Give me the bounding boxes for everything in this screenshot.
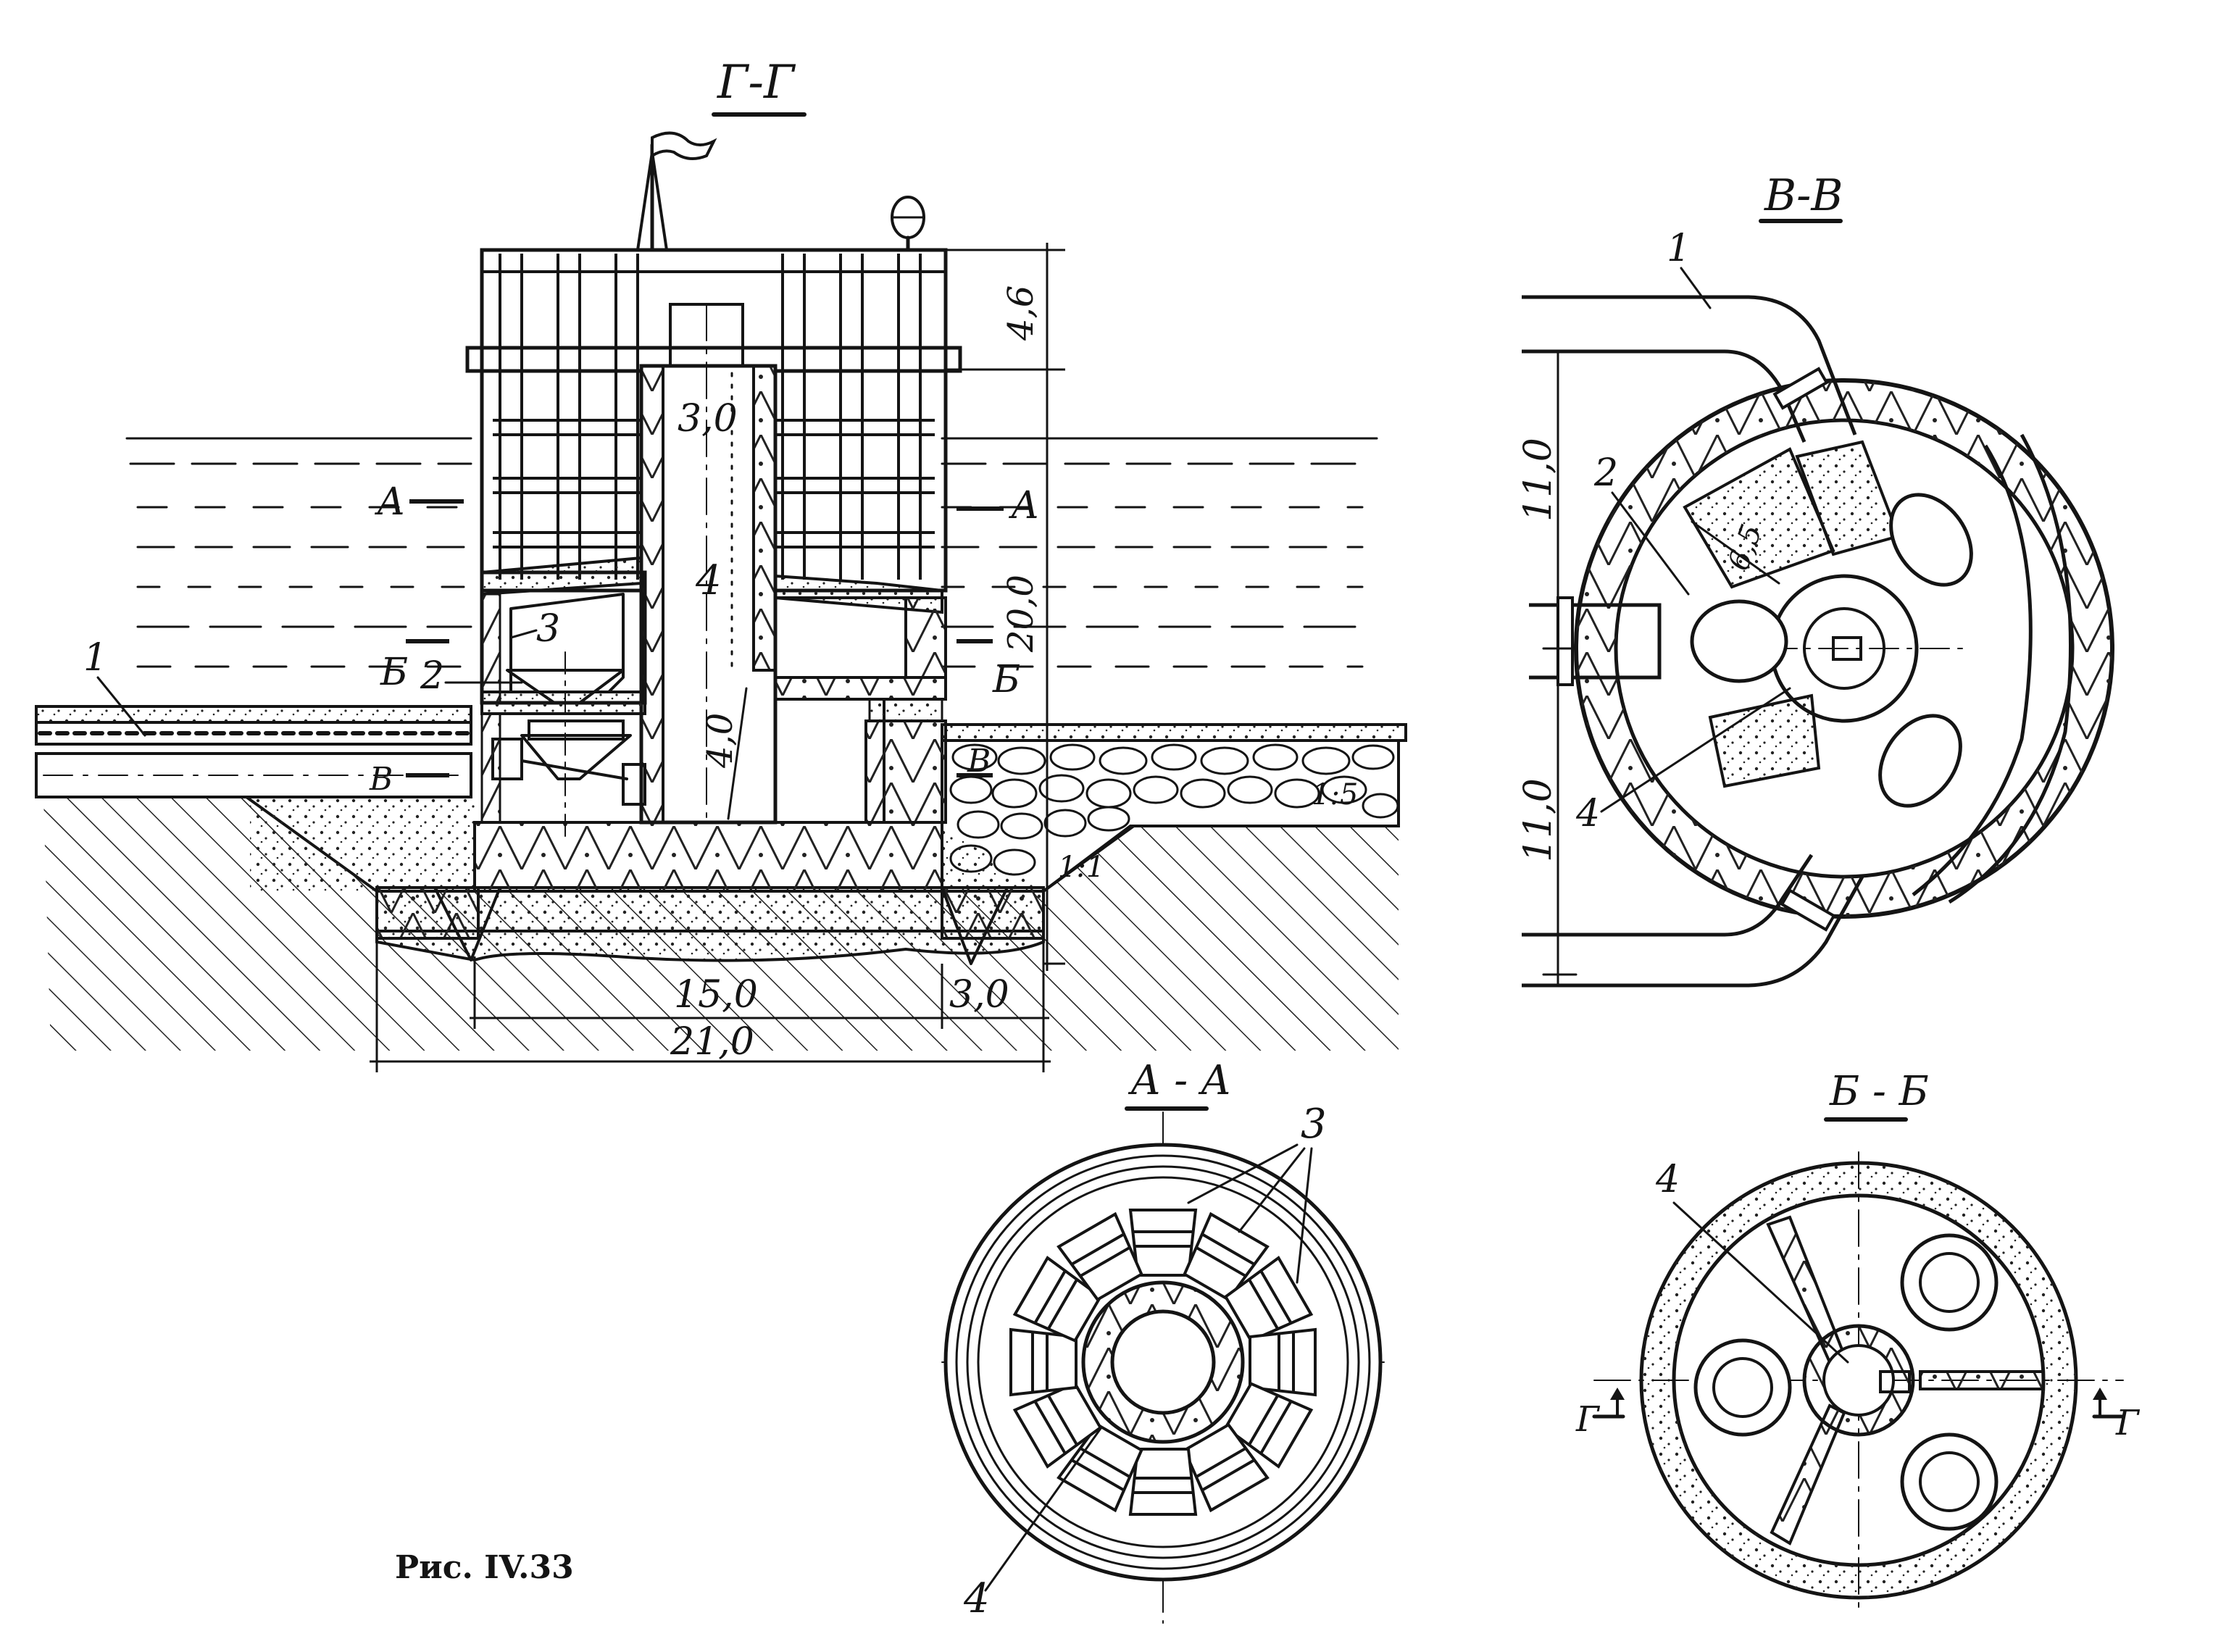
item-label-1: 1: [83, 636, 107, 680]
cut-mark-v-left: В: [369, 761, 393, 798]
item-label-2: 2: [420, 654, 444, 698]
dim-height-main: 20,0: [1001, 575, 1041, 653]
vv-item-1: 1: [1667, 227, 1691, 270]
dimension-lines-gg: [370, 243, 1065, 1072]
dim-depth-lower: 4,0: [700, 713, 741, 769]
section-vv-title: В-В: [1764, 170, 1843, 221]
dim-base-inner: 15,0: [674, 973, 758, 1017]
dim-base-side: 3,0: [949, 973, 1009, 1017]
section-bb-title: Б - Б: [1829, 1068, 1929, 1115]
aa-item-3: 3: [1301, 1101, 1327, 1148]
section-aa-title: А - А: [1128, 1057, 1231, 1104]
vv-dim-lower: 11,0: [1517, 778, 1560, 862]
vv-item-2: 2: [1593, 451, 1618, 495]
slope-label-rock: 1:5: [1312, 778, 1358, 812]
bb-item-4: 4: [1655, 1158, 1680, 1201]
bb-cut-left: Г: [1575, 1399, 1601, 1440]
vv-item-4: 4: [1575, 792, 1600, 835]
section-bb: Б - Б Г Г 4: [1575, 1068, 2141, 1613]
figure-caption: Рис. IV.33: [395, 1549, 574, 1586]
item-label-3: 3: [536, 607, 560, 651]
rock-fill-right: [941, 723, 1407, 893]
intake-pipe-left: [35, 705, 472, 798]
aa-item-4: 4: [963, 1575, 990, 1622]
dim-height-top: 4,6: [1001, 285, 1041, 341]
cut-mark-v-right: В: [967, 743, 991, 780]
cut-mark-b-right: Б: [992, 658, 1020, 701]
chamber-right: [727, 574, 947, 824]
section-gg-title: Г-Г: [717, 56, 796, 109]
section-gg: Г-Г: [35, 56, 1407, 1072]
section-aa: А - А 3 4: [941, 1057, 1392, 1624]
intake-chamber-left: [480, 556, 647, 841]
cut-mark-b-left: Б: [380, 651, 408, 694]
dim-base-total: 21,0: [670, 1020, 754, 1064]
item-label-4: 4: [695, 557, 722, 604]
water-lines: [125, 437, 1378, 668]
cut-mark-a-right: А: [1008, 484, 1039, 527]
cut-mark-a-left: А: [374, 480, 405, 524]
section-vv: В-В 11,0 11,0: [1517, 170, 2114, 988]
vv-dim-upper: 11,0: [1517, 438, 1560, 522]
cut-marks-gg: [406, 499, 1004, 777]
dim-shaft-width: 3,0: [678, 397, 738, 441]
tower-frame: [465, 131, 962, 593]
screen-panels: [1009, 1209, 1317, 1516]
bb-cut-right: Г: [2115, 1403, 2141, 1443]
slope-label-pit: 1:1: [1058, 851, 1104, 884]
foundation: [250, 797, 1045, 965]
